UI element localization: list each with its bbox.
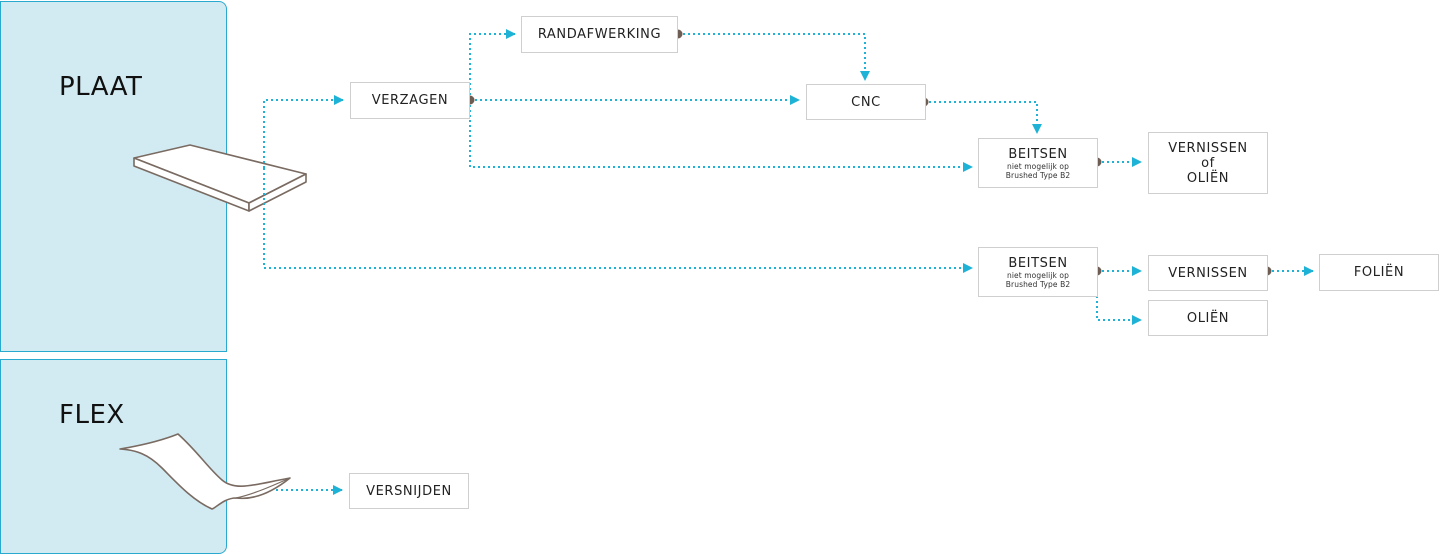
connector-cnc-beitsen1 (924, 101, 1042, 134)
node-verzagen-label: VERZAGEN (371, 93, 449, 108)
node-beitsen-2-note-line2: Brushed Type B2 (1005, 279, 1071, 289)
node-cnc-label: CNC (851, 94, 881, 110)
node-olien: OLIËN (1148, 300, 1268, 336)
node-verzagen: VERZAGEN (350, 82, 470, 119)
plaat-label: PLAAT (59, 72, 143, 102)
node-beitsen-2-note-line1: niet mogelijk op (1007, 270, 1069, 280)
node-vernissen-of-olien: VERNISSEN of OLIËN (1148, 132, 1268, 194)
connector-plaat-beitsen2 (263, 168, 973, 273)
node-beitsen-1: BEITSEN niet mogelijk op Brushed Type B2 (978, 138, 1098, 188)
node-folien-label: FOLIËN (1353, 265, 1405, 280)
node-olien-label: OLIËN (1186, 310, 1230, 326)
connector-plaat-verzagen (263, 95, 344, 168)
node-versnijden-label: VERSNIJDEN (366, 483, 452, 499)
node-beitsen-1-note-line2: Brushed Type B2 (1005, 170, 1071, 180)
connector-beitsen2-olien (1096, 271, 1142, 325)
node-cnc: CNC (806, 84, 926, 120)
node-randafwerking: RANDAFWERKING (521, 16, 678, 53)
node-vernissen-of-olien-line2: of (1201, 155, 1215, 171)
connector-randafwerking-cnc (678, 33, 870, 81)
node-vernissen-of-olien-line1: VERNISSEN (1168, 140, 1248, 156)
node-beitsen-1-note-line1: niet mogelijk op (1007, 161, 1069, 171)
node-vernissen: VERNISSEN (1148, 255, 1268, 291)
flex-label: FLEX (59, 400, 125, 430)
connector-verzagen-beitsen1 (469, 100, 973, 172)
node-versnijden: VERSNIJDEN (349, 473, 469, 509)
node-folien: FOLIËN (1319, 254, 1439, 291)
node-randafwerking-label: RANDAFWERKING (537, 27, 662, 42)
connector-verzagen-randafwerking (469, 29, 516, 100)
node-beitsen-2-title: BEITSEN (1008, 255, 1068, 271)
node-vernissen-label: VERNISSEN (1168, 265, 1248, 281)
node-vernissen-of-olien-line3: OLIËN (1186, 170, 1230, 186)
plate-illustration (133, 144, 307, 212)
node-beitsen-1-title: BEITSEN (1008, 146, 1068, 162)
flex-sheet-illustration (119, 433, 291, 510)
node-beitsen-2: BEITSEN niet mogelijk op Brushed Type B2 (978, 247, 1098, 297)
